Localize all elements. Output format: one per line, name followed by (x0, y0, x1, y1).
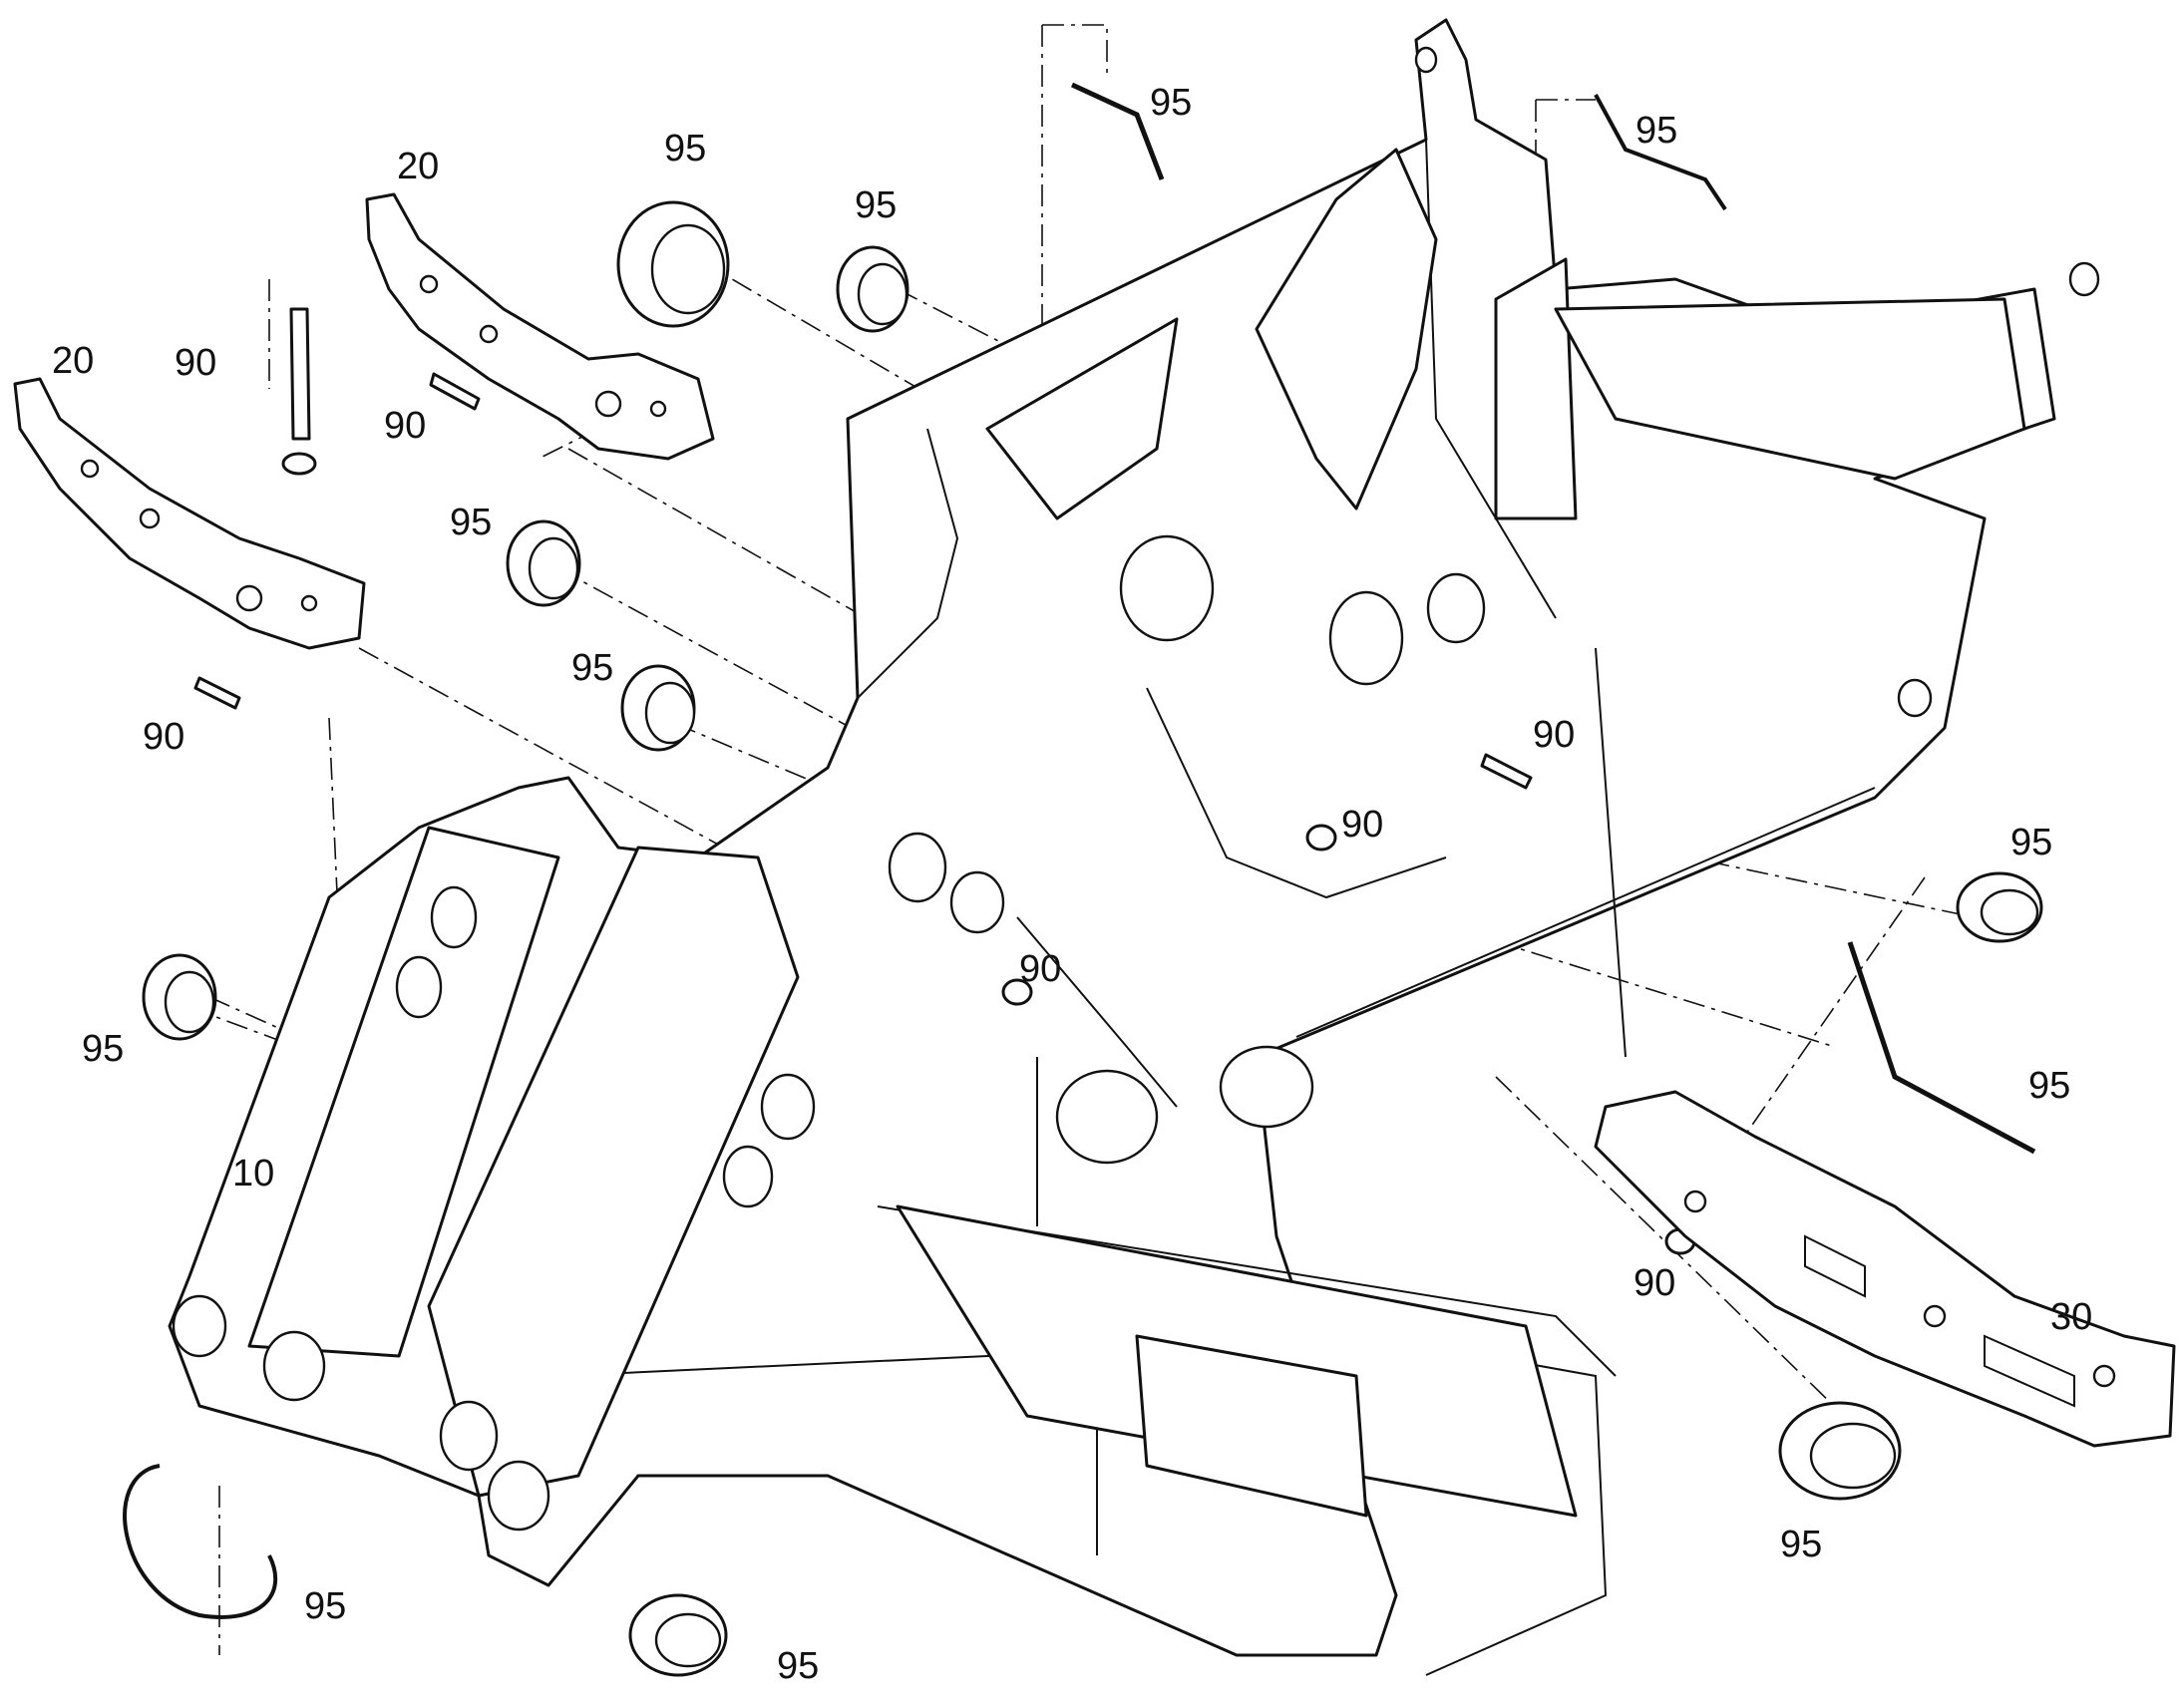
bracket-20-lower (13, 377, 366, 650)
callout-95: 95 (664, 128, 707, 170)
callout-95: 95 (2028, 1065, 2071, 1107)
callout-90: 90 (1341, 804, 1384, 846)
callout-95: 95 (571, 647, 614, 689)
callout-95: 95 (1635, 110, 1678, 152)
callout-95: 95 (855, 184, 898, 226)
seals-95 (123, 82, 2043, 1677)
bracket-30 (1594, 1090, 2176, 1448)
callout-95: 95 (82, 1028, 125, 1070)
callout-95: 95 (304, 1585, 347, 1627)
bracket-20-upper (365, 192, 715, 461)
callout-95: 95 (777, 1645, 820, 1687)
callout-30: 30 (2050, 1296, 2093, 1338)
callout-90: 90 (175, 342, 217, 384)
callout-90: 90 (1533, 714, 1576, 756)
main-frame-10 (168, 18, 2100, 1676)
callout-95: 95 (1150, 82, 1193, 124)
callout-90: 90 (1634, 1262, 1676, 1304)
callout-95: 95 (2010, 822, 2053, 863)
callout-90: 90 (143, 716, 185, 758)
callout-20-lower: 20 (52, 340, 95, 382)
callout-95: 95 (1780, 1524, 1823, 1565)
callout-10: 10 (232, 1153, 275, 1195)
callout-90: 90 (1019, 948, 1062, 990)
callout-90: 90 (384, 405, 427, 447)
callout-20-upper: 20 (397, 146, 440, 187)
callout-95: 95 (450, 502, 493, 543)
